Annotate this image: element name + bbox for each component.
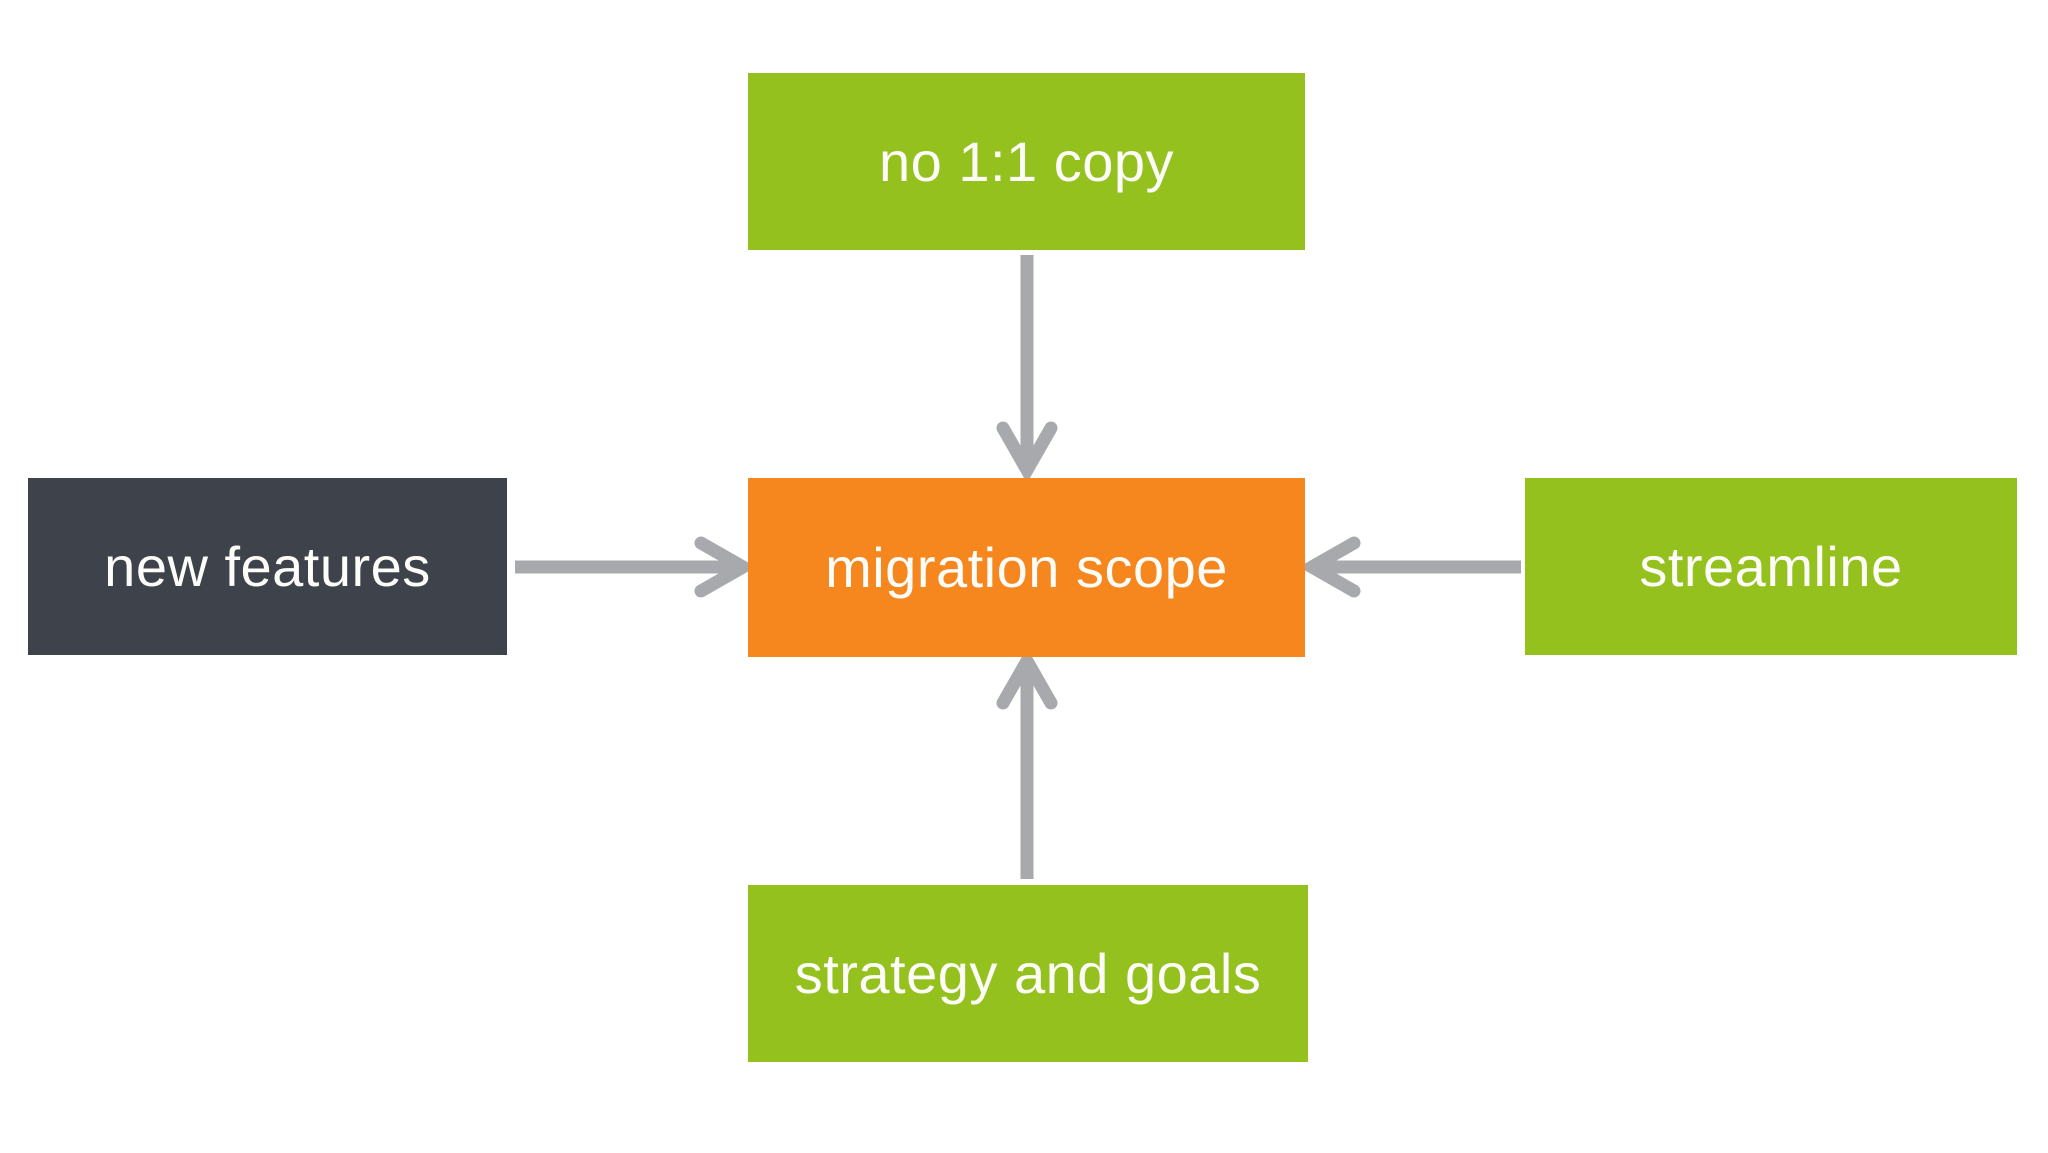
arrow-bottom-to-center [996, 647, 1058, 879]
node-streamline: streamline [1525, 478, 2017, 655]
node-new-features: new features [28, 478, 507, 655]
node-label: new features [104, 535, 431, 598]
arrow-top-to-center [996, 255, 1058, 484]
node-migration-scope: migration scope [748, 478, 1305, 657]
arrow-left-to-center [515, 536, 757, 598]
node-no-1-1-copy: no 1:1 copy [748, 73, 1305, 250]
node-label: strategy and goals [794, 942, 1262, 1005]
node-label: migration scope [825, 536, 1228, 599]
arrow-right-to-center [1298, 536, 1521, 598]
node-label: no 1:1 copy [878, 130, 1175, 193]
node-strategy-and-goals: strategy and goals [748, 885, 1308, 1062]
node-label: streamline [1639, 535, 1903, 598]
